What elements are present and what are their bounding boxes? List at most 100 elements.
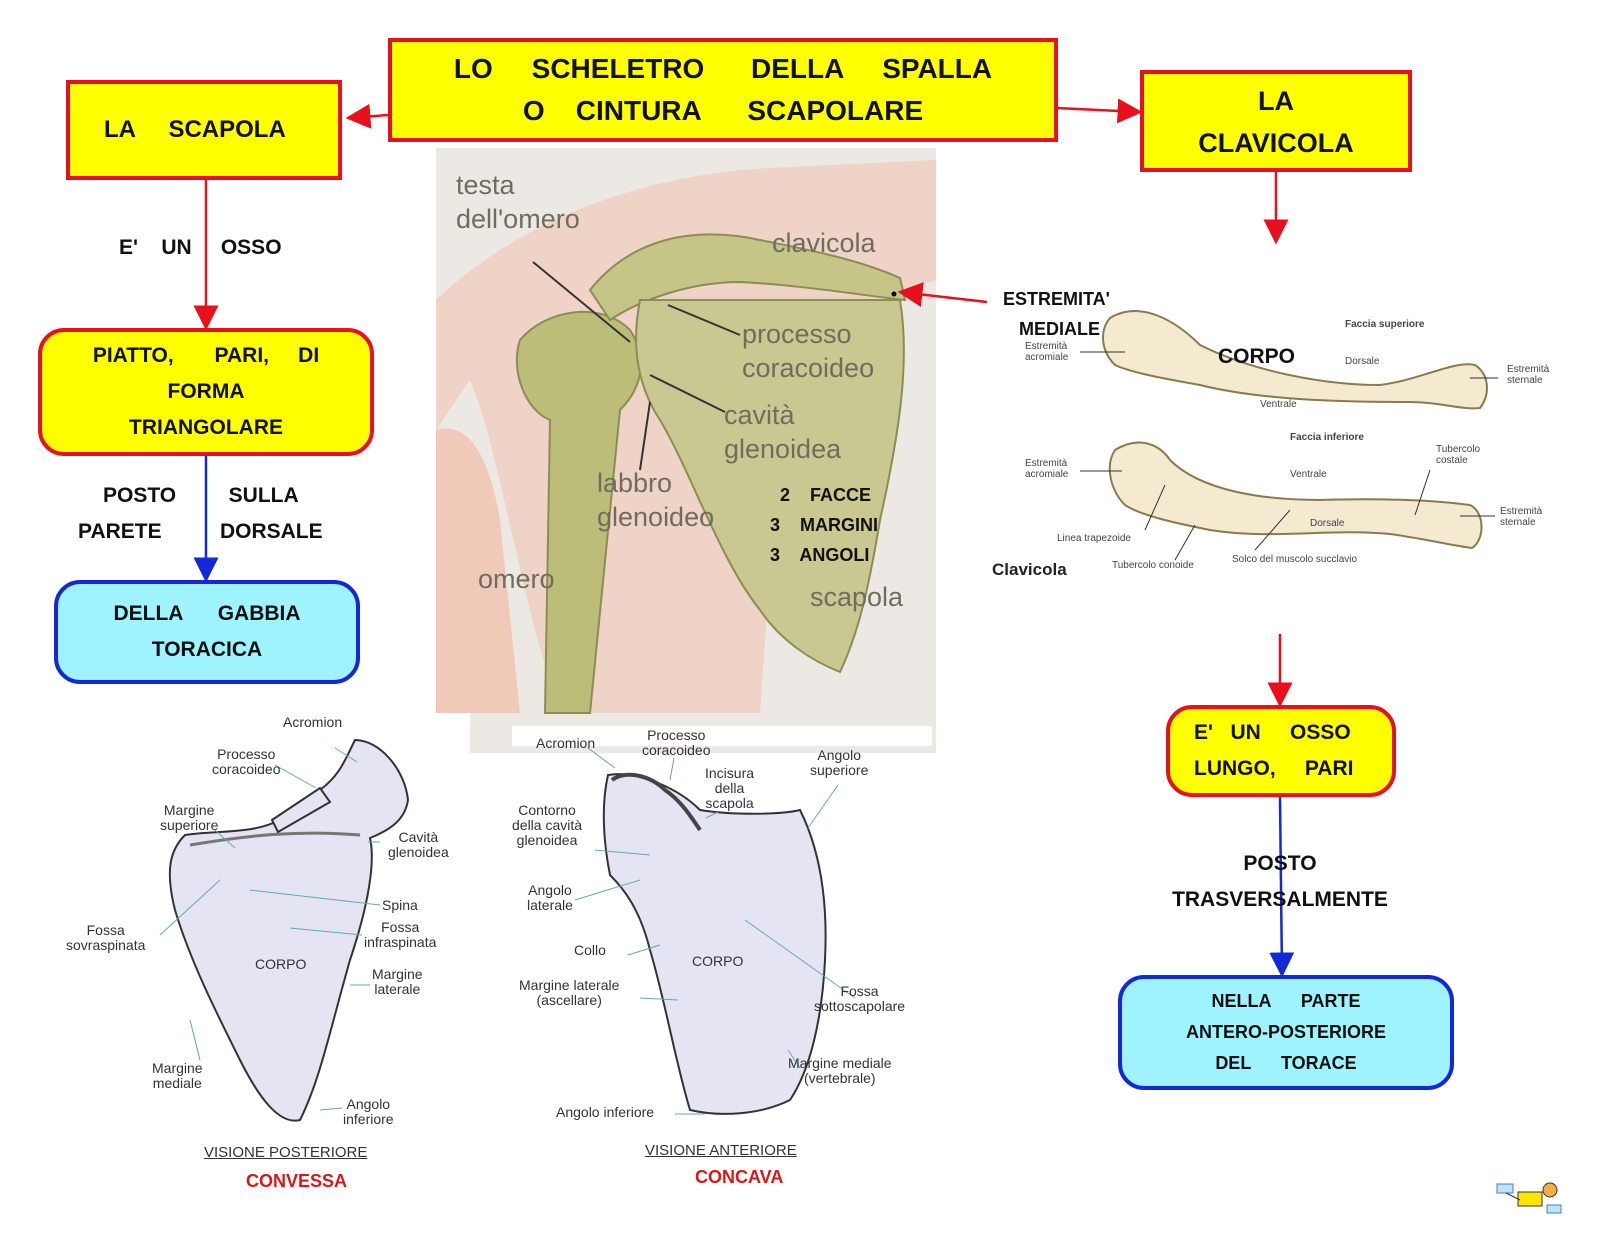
- title-line-2: O CINTURA SCAPOLARE: [522, 95, 924, 126]
- ant-processo: Processo coracoideo: [642, 728, 711, 758]
- cl-es1-l1: Estremità: [1507, 364, 1550, 375]
- post-caption: VISIONE POSTERIORE: [204, 1144, 368, 1161]
- scapola-target-box: DELLA GABBIA TORACICA: [54, 580, 360, 684]
- ant-angolo-lat: Angolo laterale: [527, 883, 573, 913]
- title-line-1: LO SCHELETRO DELLA SPALLA: [453, 53, 993, 84]
- cl-es1-l2: sternale: [1507, 375, 1543, 386]
- scapola-target-line-1: DELLA GABBIA: [113, 602, 301, 625]
- label-cavita-line-2: glenoidea: [724, 434, 842, 464]
- label-cavita: cavità glenoidea: [724, 398, 841, 466]
- clavicola-title-line-2: CLAVICOLA: [1198, 128, 1354, 158]
- posterior-scapula-illustration: [159, 738, 410, 1122]
- scapola-link-1: E' UN OSSO: [119, 236, 282, 259]
- post-mm-l2: mediale: [152, 1075, 202, 1091]
- scapola-link-2-line-2: PARETE DORSALE: [78, 520, 323, 543]
- post-ml-l2: laterale: [374, 981, 421, 997]
- fact-margini: 3 MARGINI: [770, 515, 879, 535]
- ant-angolo-sup: Angolo superiore: [810, 748, 868, 778]
- clavicle-illustration: [1080, 310, 1498, 561]
- cl-tubercolo-conoide: Tubercolo conoide: [1112, 560, 1194, 571]
- ant-caption: VISIONE ANTERIORE: [645, 1142, 797, 1159]
- clavicola-desc-box: E' UN OSSO LUNGO, PARI: [1166, 705, 1396, 797]
- ant-co-l1: Contorno: [518, 802, 576, 818]
- clavicola-target-line-3: DEL TORACE: [1215, 1053, 1357, 1073]
- clavicola-desc-line-1: E' UN OSSO: [1194, 721, 1351, 744]
- estremita-line-2: MEDIALE: [1019, 319, 1100, 339]
- ant-acromion: Acromion: [536, 735, 596, 751]
- scapola-desc-box: PIATTO, PARI, DI FORMA TRIANGOLARE: [38, 328, 374, 456]
- post-corpo: CORPO: [255, 956, 307, 972]
- post-spina: Spina: [382, 897, 418, 913]
- clavicola-link-line-2: TRASVERSALMENTE: [1172, 888, 1388, 911]
- post-fi-l1: Fossa: [381, 919, 420, 935]
- scapola-desc-line-2: FORMA: [167, 380, 245, 403]
- clavicola-title-line-1: LA: [1258, 86, 1294, 116]
- connector-arrows: [193, 98, 1295, 978]
- scapola-desc-line-3: TRIANGOLARE: [129, 416, 283, 439]
- anterior-scapula-illustration: [512, 726, 932, 1115]
- clavicola-link-line-1: POSTO: [1243, 852, 1317, 875]
- label-processo-line-2: coracoideo: [742, 353, 875, 383]
- post-cavita: Cavità glenoidea: [388, 830, 449, 860]
- post-processo-l1: Processo: [217, 746, 276, 762]
- post-ms-l2: superiore: [160, 817, 219, 833]
- post-mm-l1: Margine: [152, 1060, 203, 1076]
- clavicola-target-line-1: NELLA PARTE: [1211, 991, 1361, 1011]
- post-margine-lat: Margine laterale: [372, 967, 423, 997]
- cl-estremita-sternale-2: Estremità sternale: [1500, 506, 1542, 528]
- ant-ml-l2: (ascellare): [536, 992, 602, 1008]
- post-fossa-sovra: Fossa sovraspinata: [66, 923, 145, 953]
- label-cavita-line-1: cavità: [724, 400, 795, 430]
- label-clavicola: clavicola: [772, 228, 876, 258]
- cl-estremita-acromiale-1: Estremità acromiale: [1025, 341, 1068, 363]
- ant-co-l3: glenoidea: [516, 832, 578, 848]
- post-acromion: Acromion: [283, 714, 343, 730]
- post-processo: Processo coracoideo: [212, 747, 281, 777]
- label-testa-omero: testa dell'omero: [456, 168, 580, 236]
- post-margine-sup: Margine superiore: [160, 803, 218, 833]
- ant-as-l1: Angolo: [817, 747, 861, 763]
- scapola-desc-line-1: PIATTO, PARI, DI: [92, 344, 320, 367]
- post-ms-l1: Margine: [163, 802, 215, 818]
- ant-mm-l2: (vertebrale): [803, 1070, 876, 1086]
- ant-co-l2: della cavità: [512, 817, 583, 833]
- cl-linea-trapezoide: Linea trapezoide: [1057, 533, 1131, 544]
- mappe-logo: [1496, 1182, 1562, 1214]
- clavicola-link: POSTO TRASVERSALMENTE: [1160, 846, 1400, 918]
- cl-estremita-acromiale-2: Estremità acromiale: [1025, 458, 1068, 480]
- cl-estremita-sternale-1: Estremità sternale: [1507, 364, 1549, 386]
- estremita-mediale-label: ESTREMITA' MEDIALE: [1003, 284, 1110, 344]
- title-box: LO SCHELETRO DELLA SPALLA O CINTURA SCAP…: [388, 38, 1058, 142]
- ant-fs-l1: Fossa: [840, 983, 879, 999]
- post-ml-l1: Margine: [372, 966, 423, 982]
- cl-ea1-l1: Estremità: [1025, 341, 1068, 352]
- label-labbro-line-1: labbro: [597, 468, 673, 498]
- label-processo: processo coracoideo: [742, 317, 874, 385]
- ant-incisura: Incisura della scapola: [705, 766, 754, 811]
- ant-as-l2: superiore: [810, 762, 869, 778]
- cl-dorsale-2: Dorsale: [1310, 518, 1345, 529]
- shoulder-illustration: [436, 148, 936, 753]
- fact-facce: 2 FACCE: [780, 485, 872, 505]
- ant-type: CONCAVA: [695, 1167, 784, 1187]
- scapola-target-line-2: TORACICA: [151, 638, 263, 661]
- cl-ea2-l2: acromiale: [1025, 469, 1069, 480]
- cl-ventrale-2: Ventrale: [1290, 469, 1327, 480]
- cl-faccia-superiore: Faccia superiore: [1345, 319, 1425, 330]
- label-labbro: labbro glenoideo: [597, 466, 714, 534]
- label-omero: omero: [478, 564, 555, 594]
- ant-al-l2: laterale: [527, 897, 573, 913]
- cl-tc-l2: costale: [1436, 455, 1468, 466]
- clavicle-corpo-label: CORPO: [1218, 345, 1296, 368]
- label-testa-line-2: dell'omero: [456, 204, 580, 234]
- cl-faccia-inferiore: Faccia inferiore: [1290, 432, 1364, 443]
- post-fossa-infra: Fossa infraspinata: [364, 920, 436, 950]
- post-fs-l2: sovraspinata: [66, 937, 146, 953]
- scapola-facts: 2 FACCE 3 MARGINI 3 ANGOLI: [770, 480, 878, 570]
- label-labbro-line-2: glenoideo: [597, 502, 715, 532]
- ant-margine-lat: Margine laterale (ascellare): [519, 978, 619, 1008]
- ant-margine-med: Margine mediale (vertebrale): [788, 1056, 892, 1086]
- post-angolo-inf: Angolo inferiore: [343, 1097, 394, 1127]
- ant-contorno: Contorno della cavità glenoidea: [512, 803, 582, 848]
